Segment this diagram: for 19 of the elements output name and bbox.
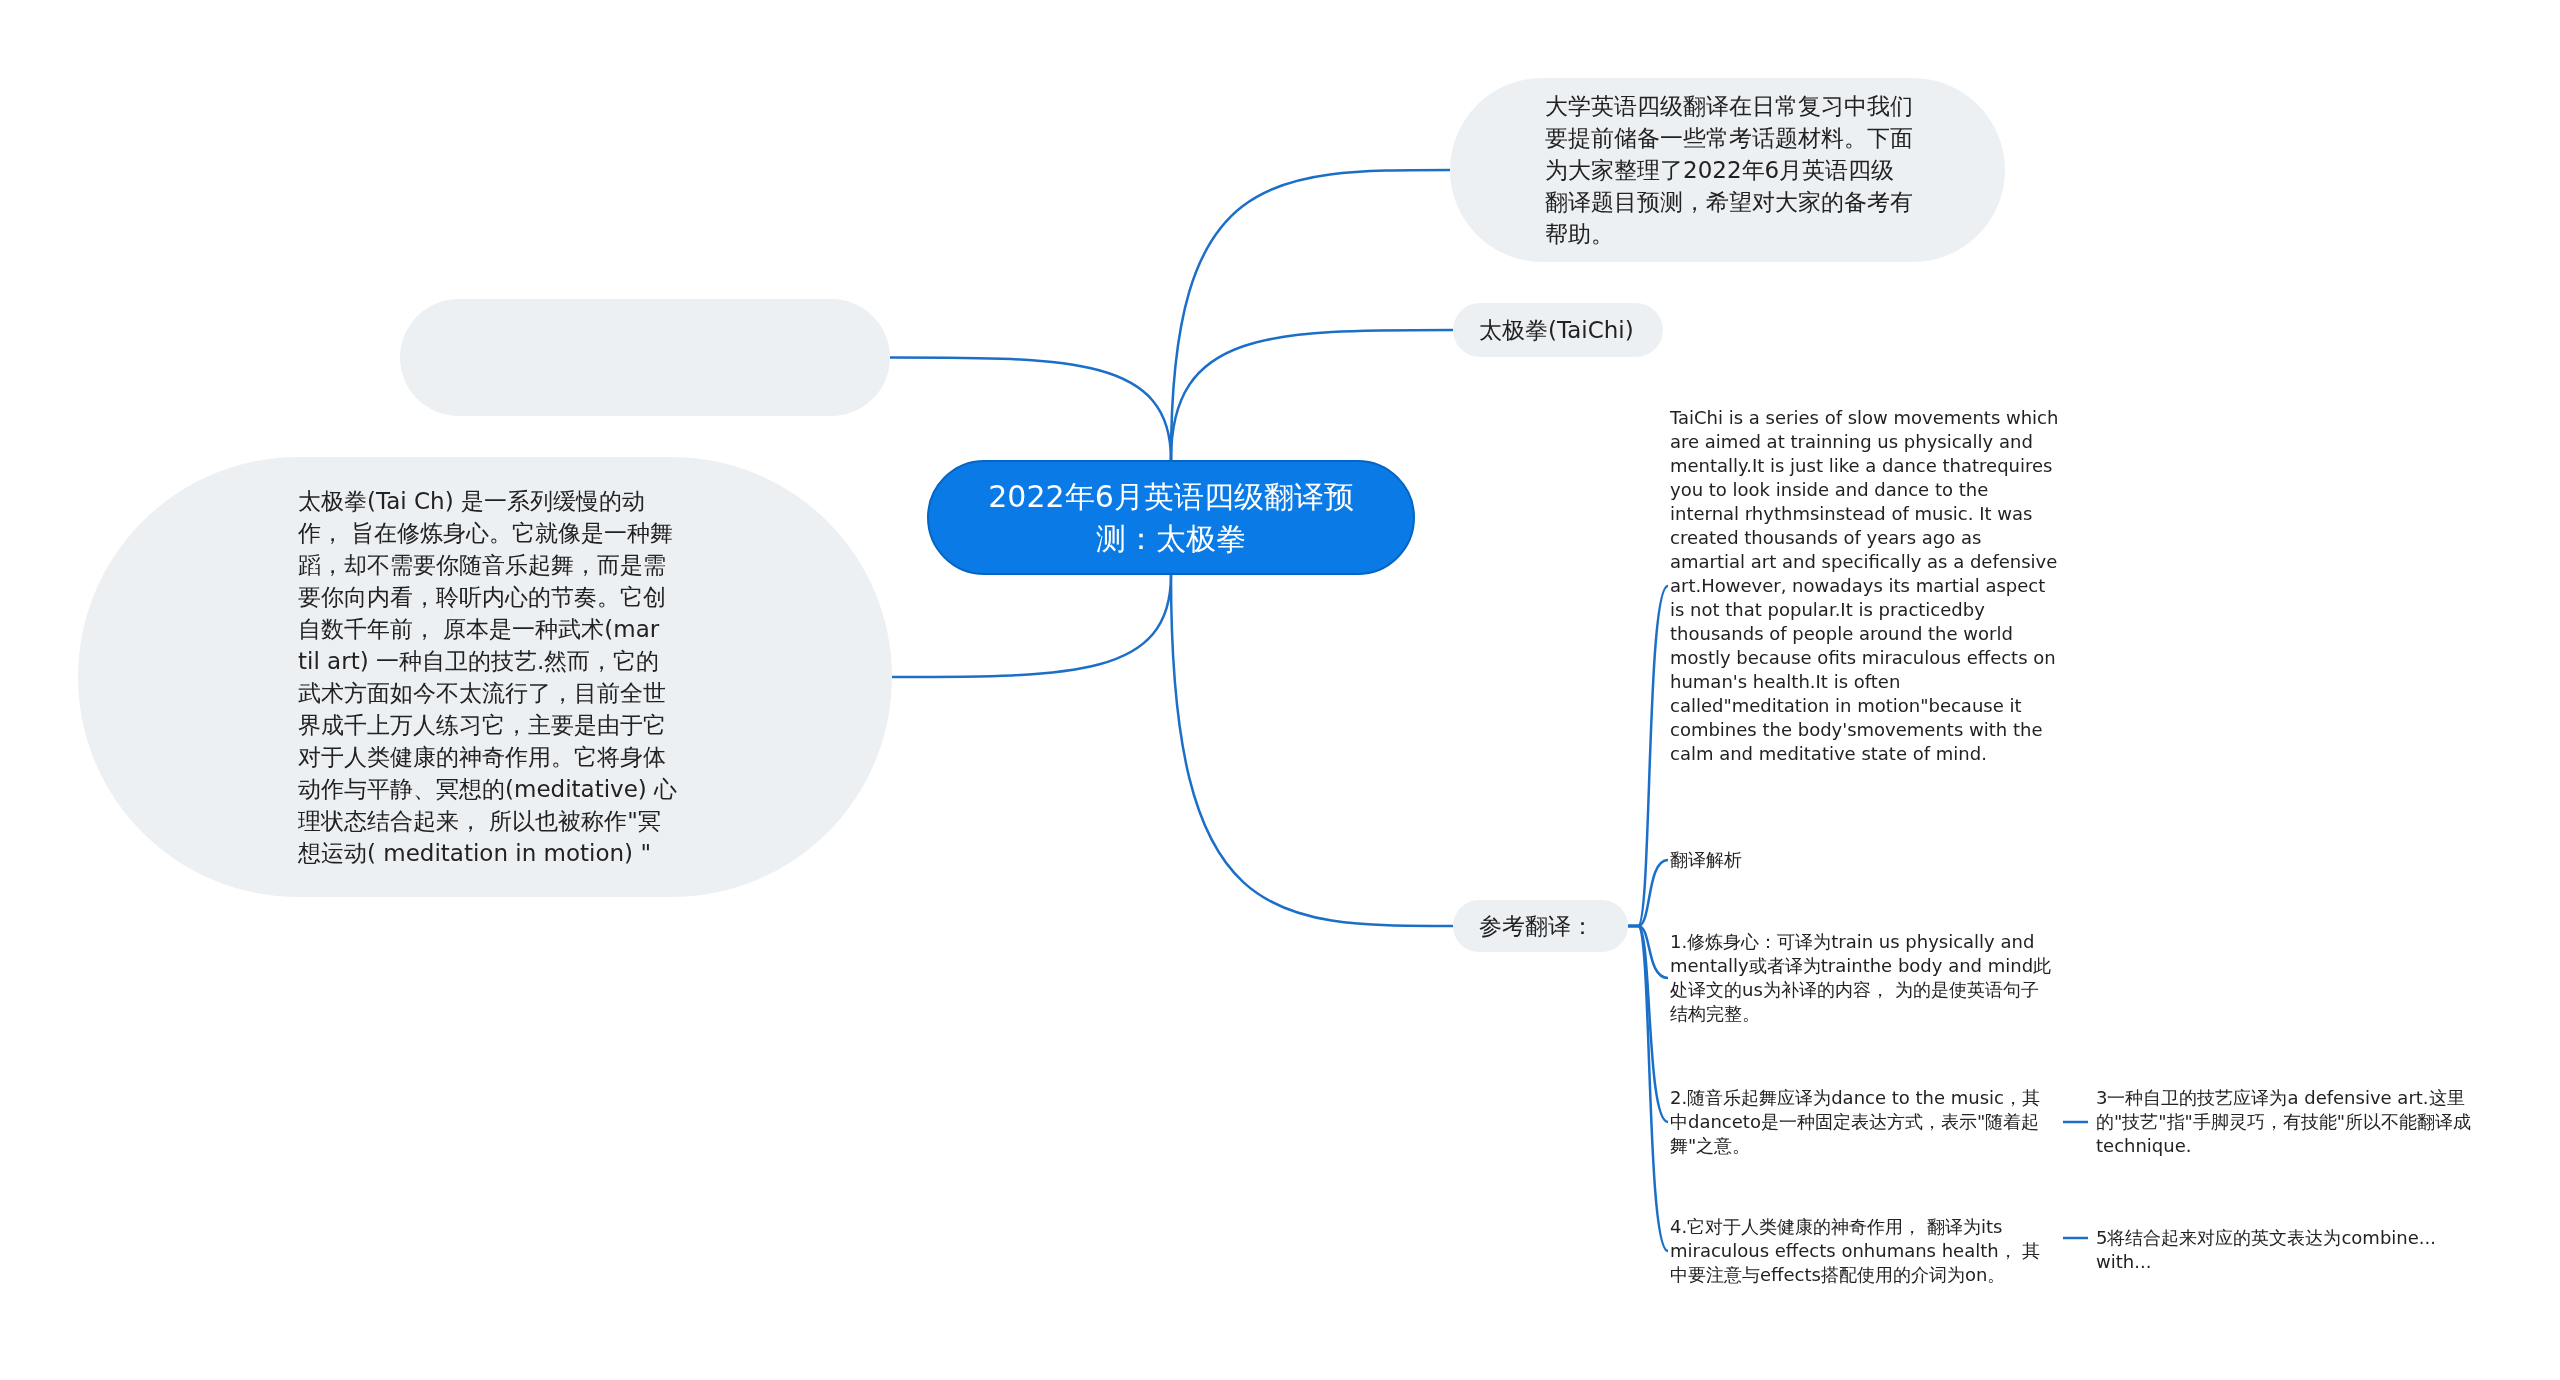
topic-text: 2022年6月英语四级翻译预测：太极拳 (987, 477, 1355, 558)
topic-text: 太极拳(Tai Ch) 是一系列缓慢的动作， 旨在修炼身心。它就像是一种舞蹈，却不需要你随音乐起舞，而是需要你向内看，聆听内心的节奏。它创自数千年前， 原本是一种武术(mar til art) 一种自卫的技艺.然而，它的武术方面如今不太流行了，目前全世界成千上万人练习它，主要是由于它对于人类健康的神奇作用。它将身体动作与平静、冥想的(meditative) 心理状态结合起来， 所以也被称作"冥想运动( meditation in motion) " (298, 487, 678, 868)
topic-bubble (1453, 303, 1663, 357)
connector-line (2063, 1236, 2088, 1240)
note-text: TaiChi is a series of slow movements which are aimed at trainning us physically and mentally.It is just like a dance thatrequires you to look inside and dance to the internal rhythmsinstead of music. It was created thousands of years ago as amartial art and specifically as a defensive art.However, nowadays its martial aspect is not that popular.It is practicedby thousands of people around the world mostly because ofits miraculous effects on human's health.It is often called"meditation in motion"because it combines the body'smovements with the calm and meditative state of mind. (1670, 406, 2060, 766)
connector-line (1628, 924, 1669, 1252)
note-text: 2.随音乐起舞应译为dance to the music，其中danceto是一种固定表达方式，表示"随着起舞"之意。 (1670, 1086, 2055, 1158)
connector-line (1169, 574, 1453, 928)
note-text: 1.修炼身心：可译为train us physically and mentally或者译为trainthe body and mind此处译文的us为补译的内容， 为的是使英语句子结构完整。 (1670, 930, 2055, 1026)
connector-line (890, 356, 1173, 461)
topic-text: 大学英语四级翻译在日常复习中我们要提前储备一些常考话题材料。下面为大家整理了2022年6月英语四级翻译题目预测，希望对大家的备考有帮助。 (1545, 92, 1914, 249)
note-text: 4.它对于人类健康的神奇作用， 翻译为its miraculous effects onhumans health， 其中要注意与effects搭配使用的介词为on。 (1670, 1215, 2055, 1287)
connector-line (2063, 1120, 2088, 1124)
note-text: 3一种自卫的技艺应译为a defensive art.这里的"技艺"指"手脚灵巧，有技能"所以不能翻译成technique. (2096, 1086, 2496, 1158)
note-text: 5将结合起来对应的英文表达为combine... with... (2096, 1226, 2496, 1274)
note-text: 翻译解析 (1670, 848, 1870, 872)
topic-bubble (1453, 900, 1628, 952)
topic-text: 太极拳(TaiChi) (1479, 316, 1635, 345)
topic-text: 参考翻译： (1479, 912, 1595, 941)
